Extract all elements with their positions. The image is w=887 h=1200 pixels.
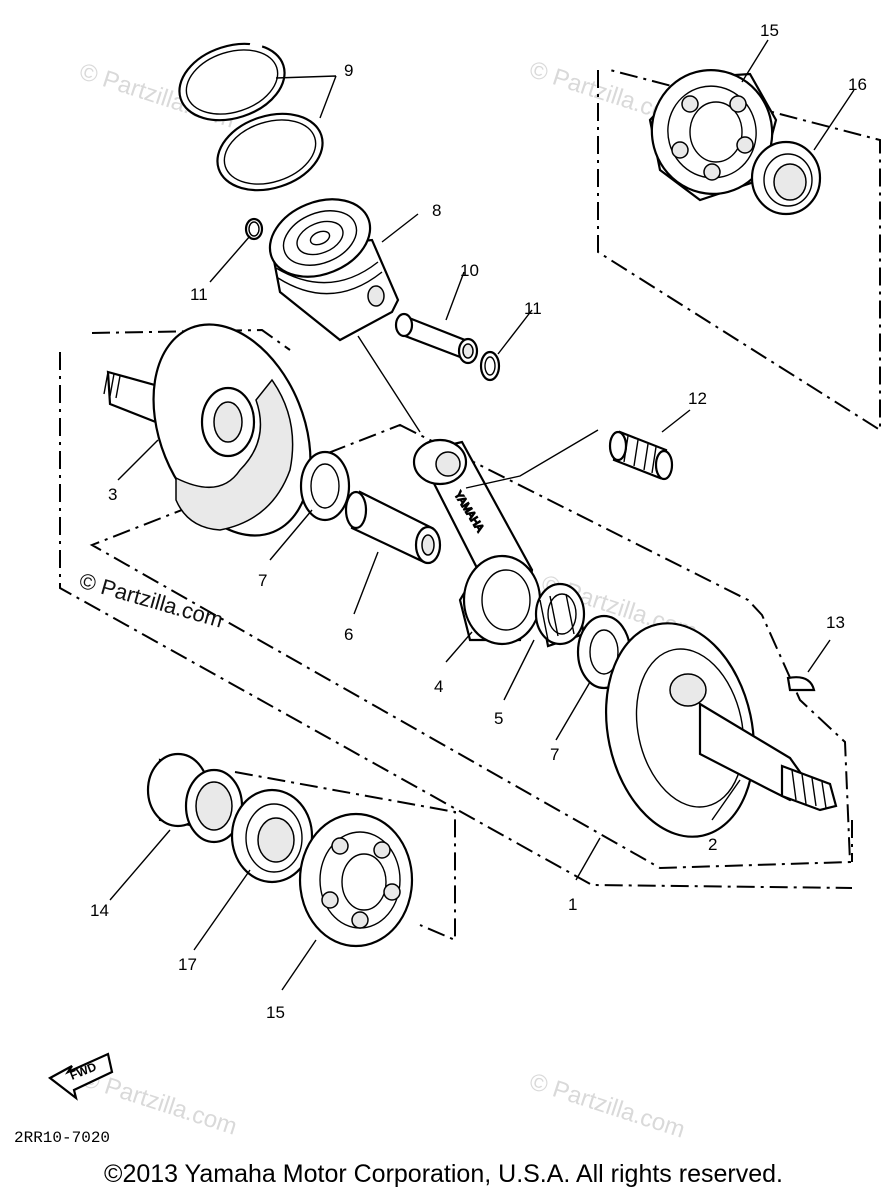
small-end-bearing bbox=[608, 430, 674, 481]
bearing-top bbox=[648, 69, 778, 202]
label-16: 16 bbox=[848, 75, 867, 94]
collar bbox=[146, 752, 244, 844]
label-3: 3 bbox=[108, 485, 117, 504]
label-14: 14 bbox=[90, 901, 109, 920]
thrust-washer-left bbox=[299, 450, 351, 522]
label-7-right: 7 bbox=[550, 745, 559, 764]
label-6: 6 bbox=[344, 625, 353, 644]
copyright-notice: ©2013 Yamaha Motor Corporation, U.S.A. A… bbox=[104, 1160, 783, 1188]
label-7-left: 7 bbox=[258, 571, 267, 590]
crankshaft-assembly-outline bbox=[89, 328, 852, 870]
crank-frame-outline bbox=[59, 352, 853, 889]
crank-left bbox=[103, 323, 312, 537]
diagram-code: 2RR10-7020 bbox=[14, 1129, 110, 1147]
woodruff-key bbox=[786, 676, 816, 692]
label-8: 8 bbox=[432, 201, 441, 220]
label-12: 12 bbox=[688, 389, 707, 408]
label-4: 4 bbox=[434, 677, 443, 696]
label-17: 17 bbox=[178, 955, 197, 974]
partzilla-watermark: © Partzilla.com bbox=[77, 568, 226, 633]
label-15-bottom: 15 bbox=[266, 1003, 285, 1022]
label-13: 13 bbox=[826, 613, 845, 632]
bearing-bottom bbox=[298, 812, 414, 948]
oil-seal-bottom bbox=[230, 788, 314, 884]
circlip-right bbox=[479, 350, 501, 382]
crank-right bbox=[604, 622, 838, 838]
piston-rings bbox=[178, 41, 324, 192]
top-bearing-group-outline bbox=[597, 69, 881, 432]
oil-seal-top bbox=[750, 140, 822, 216]
label-5: 5 bbox=[494, 709, 503, 728]
connecting-rod: YAMAHA bbox=[412, 438, 542, 646]
piston-pin bbox=[394, 312, 479, 365]
watermark-bottom-right: © Partzilla.com bbox=[526, 1068, 688, 1144]
label-11-left: 11 bbox=[190, 285, 208, 304]
label-15-top: 15 bbox=[760, 21, 779, 40]
label-1: 1 bbox=[568, 895, 577, 914]
crank-pin bbox=[344, 490, 442, 565]
label-2: 2 bbox=[708, 835, 717, 854]
label-11-right: 11 bbox=[524, 299, 542, 318]
label-10: 10 bbox=[460, 261, 479, 280]
label-9: 9 bbox=[344, 61, 353, 80]
big-end-bearing bbox=[534, 582, 586, 648]
piston bbox=[268, 198, 400, 342]
leader-lines bbox=[109, 39, 855, 991]
bottom-bearing-group-outline bbox=[234, 771, 456, 942]
